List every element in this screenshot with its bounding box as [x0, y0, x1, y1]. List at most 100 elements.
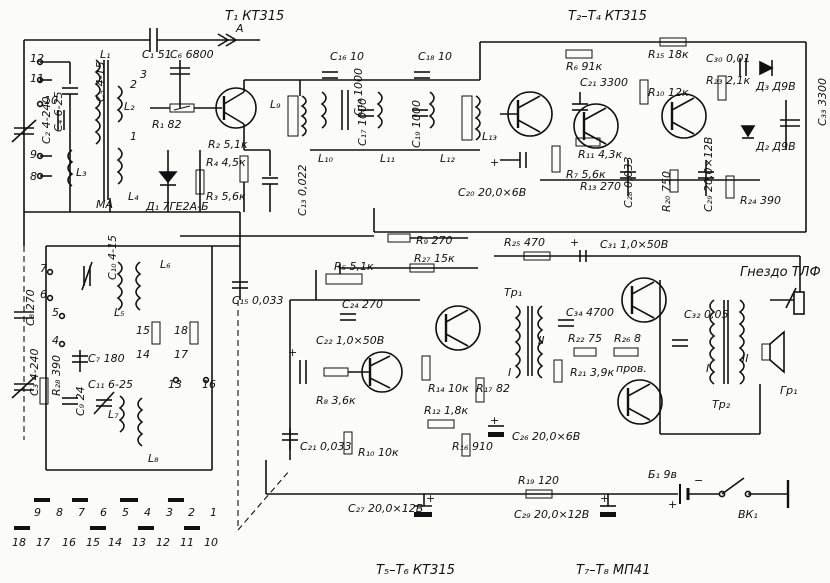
c2-label: C₂ 4-240 [40, 96, 53, 144]
r8-label: R₈ 3,6к [316, 394, 356, 407]
d1-label: Д₁ 7ГЕ2А-Б [145, 200, 209, 213]
prov-label: пров. [616, 362, 647, 375]
c29-label: C₂₉ 20,0×12В [702, 137, 715, 212]
top-pin-6: 6 [100, 506, 107, 519]
pin-13: 13 [168, 378, 182, 391]
t2-t4-label: T₂–T₄ КТ315 [568, 9, 647, 24]
pin-7: 7 [40, 262, 47, 275]
lower-tuning-block: 7 6 5 4 C₈ 270 C₃ 4-240 R₂₈ 390 C₉ 24 C₁… [11, 212, 284, 471]
pin-14: 14 [136, 348, 150, 361]
c13-label: C₁₃ 0,022 [296, 165, 309, 217]
r19-label: R₁₉ 120 [518, 474, 559, 487]
tr1-winding-2: II [538, 334, 545, 347]
c19-label: C₁₉ 1000 [410, 100, 423, 148]
bottom-pin-13: 13 [132, 536, 146, 549]
r25-label: R₂₅ 470 [504, 236, 545, 249]
d2-label: Д₂ Д9В [755, 140, 796, 153]
tr1-label: Тр₁ [504, 286, 522, 299]
t7-t8-stage: R₂₅ 470 + C₃₁ 1,0×50В Тр₁ II I C₃₄ 4700 … [494, 236, 821, 435]
r15-label: R₁₅ 18к [648, 48, 689, 61]
t1-label: T₁ КТ315 [225, 9, 284, 24]
pin-8: 8 [30, 170, 37, 183]
bottom-pin-18: 18 [12, 536, 26, 549]
antenna-input: A C₁ 51 [24, 22, 260, 61]
l11-label: L₁₁ [380, 152, 395, 165]
top-pin-1: 1 [210, 506, 217, 519]
r3-label: R₃ 5,6к [206, 190, 246, 203]
pin-10: 10 [44, 94, 58, 107]
c26-label: C₂₆ 20,0×6В [512, 430, 580, 443]
c20-plus: + [490, 156, 499, 169]
c28-label: C₂₈ 0,033 [622, 157, 635, 209]
c22-label: C₂₂ 1,0×50В [316, 334, 384, 347]
tr2-label: Тр₂ [712, 398, 731, 411]
c31-plus: + [570, 236, 579, 249]
r9-label: R₉ 270 [416, 234, 453, 247]
r13-label: R₁₃ 270 [580, 180, 621, 193]
top-pin-2: 2 [188, 506, 195, 519]
c7-label: C₇ 180 [88, 352, 125, 365]
switch-pins: 9 8 7 6 5 4 3 2 1 18 17 16 15 14 13 12 1… [12, 300, 291, 549]
b1-minus: − [694, 474, 703, 487]
r1-label: R₁ 82 [152, 118, 182, 131]
l4-label: L₄ [128, 190, 139, 203]
if-filter: L₉ C₁₆ 10 L₁₀ C₁₄ 1000 L₁₁ C₁₇ 1000 C₁₈ … [270, 50, 498, 165]
l12-label: L₁₂ [440, 152, 456, 165]
c30-label: C₃₀ 0,01 [706, 52, 751, 65]
top-pin-3: 3 [166, 506, 173, 519]
c20-label: C₂₀ 20,0×6В [458, 186, 526, 199]
bottom-pin-11: 11 [180, 536, 194, 549]
jack-label: Гнездо ТЛФ [740, 265, 821, 280]
c32-label: C₃₂ 0,05 [684, 308, 729, 321]
c17-label: C₁₇ 1000 [356, 98, 369, 146]
pin-6: 6 [40, 288, 47, 301]
top-pin-5: 5 [122, 506, 129, 519]
r7-label: R₇ 5,6к [566, 168, 606, 181]
c18-label: C₁₈ 10 [418, 50, 452, 63]
r16-label: R₁₆ 910 [452, 440, 493, 453]
l13-label: L₁₃ [482, 130, 498, 143]
r28-label: R₂₈ 390 [50, 355, 63, 396]
r14-label: R₁₄ 10к [428, 382, 469, 395]
top-pin-7: 7 [78, 506, 85, 519]
gr1-label: Гр₁ [780, 384, 798, 397]
r4-label: R₄ 4,5к [206, 156, 246, 169]
c9-label: C₉ 24 [74, 386, 87, 416]
r22-label: R₂₂ 75 [568, 332, 602, 345]
c27-label: C₂₇ 20,0×12В [348, 502, 423, 515]
pin-12: 12 [30, 52, 44, 65]
bottom-pin-15: 15 [86, 536, 100, 549]
pin-15: 15 [136, 324, 150, 337]
l5-label: L₅ [114, 306, 125, 319]
c16-label: C₁₆ 10 [330, 50, 364, 63]
d3-label: Д₃ Д9В [755, 80, 796, 93]
c15-label: C₁₅ 0,033 [232, 294, 284, 307]
c34-label: C₃₄ 4700 [566, 306, 614, 319]
l6-label: L₆ [160, 258, 171, 271]
c27-plus: + [426, 492, 435, 505]
c10-label: C₁₀ 4-15 [106, 235, 119, 280]
r2-label: R₂ 5,1к [208, 138, 248, 151]
r17-label: R₁₇ 82 [476, 382, 510, 395]
l1-label: L₁ [100, 48, 111, 61]
l9-label: L₉ [270, 98, 281, 111]
c8-label: C₈ 270 [24, 289, 37, 326]
l2-label: L₂ [124, 100, 135, 113]
c21b-label: C₂₁ 0,033 [300, 440, 352, 453]
b1-plus: + [668, 498, 677, 511]
pin-2: 2 [130, 78, 137, 91]
tr2-winding-1: I [706, 362, 709, 375]
pin-5: 5 [52, 306, 59, 319]
r6-label: R₆ 91к [566, 60, 603, 73]
pin-1: 1 [130, 130, 137, 143]
r5-label: R₅ 5,1к [334, 260, 374, 273]
b1-label: Б₁ 9в [648, 468, 677, 481]
top-pin-8: 8 [56, 506, 63, 519]
r24-label: R₂₄ 390 [740, 194, 781, 207]
bottom-pin-17: 17 [36, 536, 50, 549]
pin-17: 17 [174, 348, 188, 361]
c4-label: C₄ 6-25 [52, 91, 65, 132]
bottom-pin-10: 10 [204, 536, 218, 549]
c3-label: C₃ 4-240 [28, 348, 41, 396]
